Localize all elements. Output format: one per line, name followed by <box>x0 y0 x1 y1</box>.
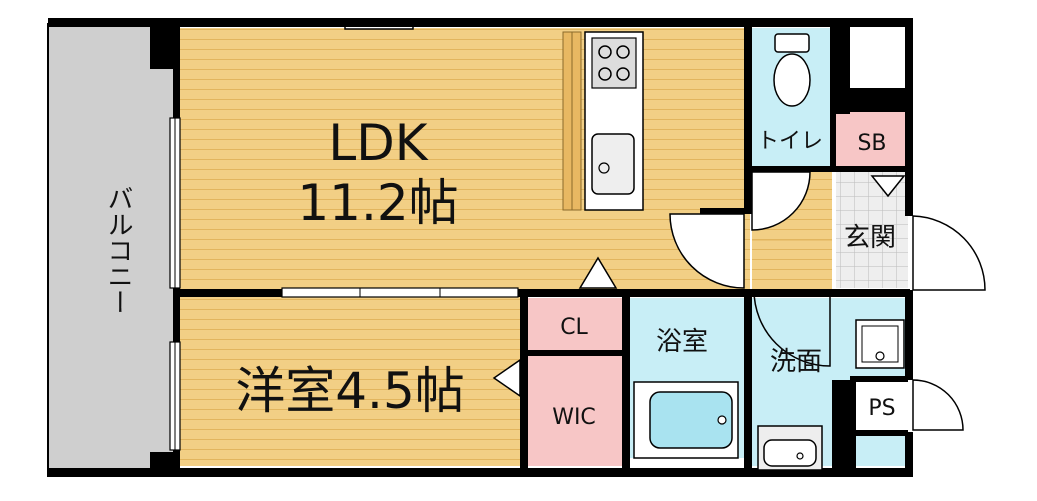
toilet-icon <box>773 33 811 107</box>
washing-pan-icon <box>855 319 905 369</box>
kitchen-sink-icon <box>591 133 635 195</box>
bathroom-label: 浴室 <box>656 327 708 357</box>
western-entry-arrow <box>492 358 521 398</box>
ldk-floor <box>180 28 750 291</box>
balcony-windows <box>169 117 181 451</box>
ldk-label: LDK <box>328 114 428 172</box>
ps-label: PS <box>868 396 895 421</box>
cl-floor <box>526 298 622 352</box>
balcony-label: バルコニー <box>103 185 133 315</box>
sb-label: SB <box>857 131 886 156</box>
ldk-entry-arrow <box>578 256 618 289</box>
washroom-label: 洗面 <box>770 347 822 377</box>
washbasin-icon <box>757 425 823 471</box>
stove-icon <box>591 37 637 89</box>
western-room-label: 洋室4.5帖 <box>235 362 465 420</box>
bathtub-icon <box>633 381 739 459</box>
entrance-label: 玄関 <box>844 223 896 253</box>
doors <box>669 171 986 431</box>
ldk-size-label: 11.2帖 <box>297 174 458 232</box>
sb-floor <box>836 112 908 167</box>
cl-label: CL <box>560 315 588 340</box>
wic-floor <box>526 356 622 466</box>
balcony-area <box>47 23 175 477</box>
ps-floor <box>856 380 908 432</box>
wic-label: WIC <box>552 405 596 430</box>
western-room-floor <box>180 296 520 466</box>
toilet-label: トイレ <box>757 129 823 154</box>
sliding-door-ldk <box>281 287 519 298</box>
entrance-floor <box>836 172 908 288</box>
